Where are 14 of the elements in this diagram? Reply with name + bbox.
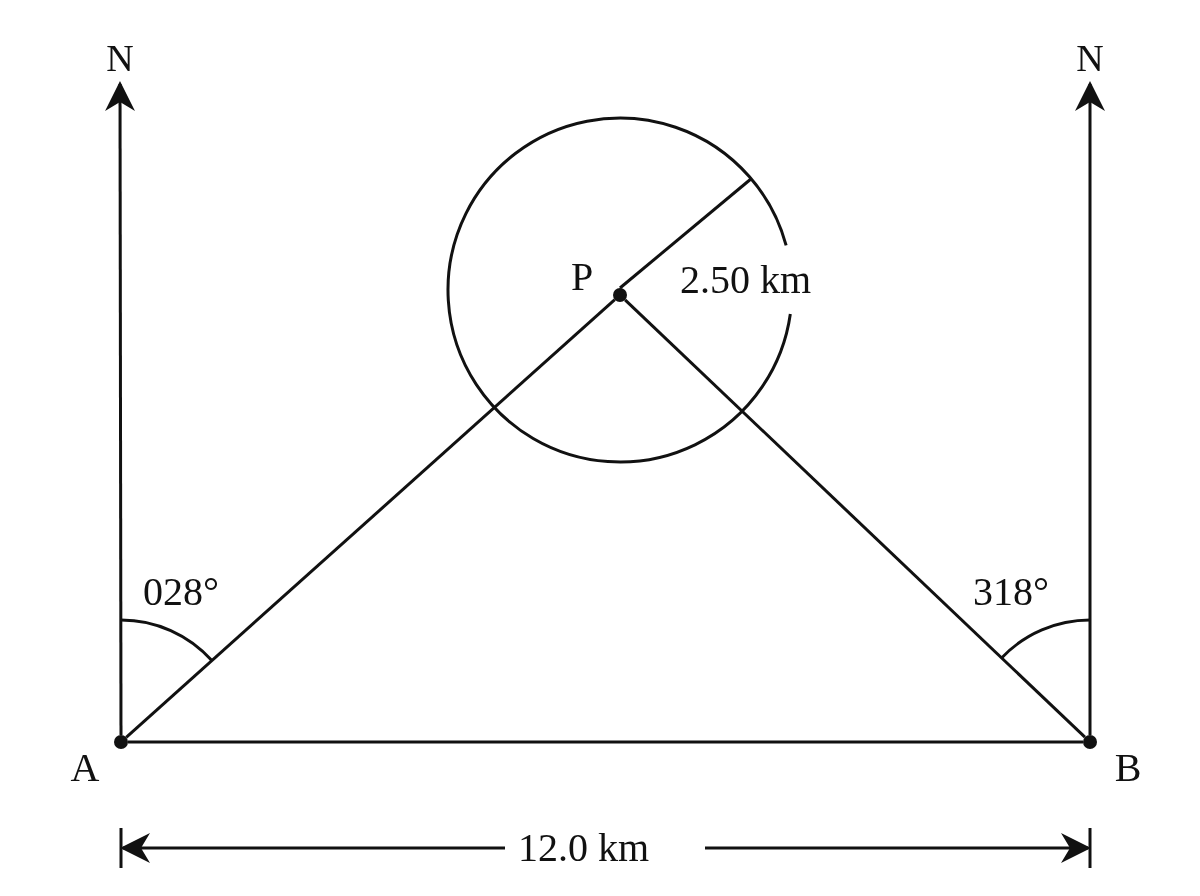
north-label: N	[106, 38, 134, 78]
point-label: A	[70, 746, 100, 790]
arrow	[1075, 81, 1105, 735]
line-segment	[128, 740, 1083, 744]
arrow	[105, 81, 136, 735]
line-segment	[125, 298, 616, 739]
point-label: P	[570, 255, 594, 299]
north-label: N	[1076, 38, 1104, 78]
dimension-label: 12.0 km	[518, 826, 650, 870]
line-segment	[624, 298, 1086, 739]
angle-label: 028°	[143, 570, 219, 614]
line-segment	[619, 177, 753, 290]
angle-label: 318°	[973, 570, 1049, 614]
point-label: B	[1114, 746, 1142, 790]
